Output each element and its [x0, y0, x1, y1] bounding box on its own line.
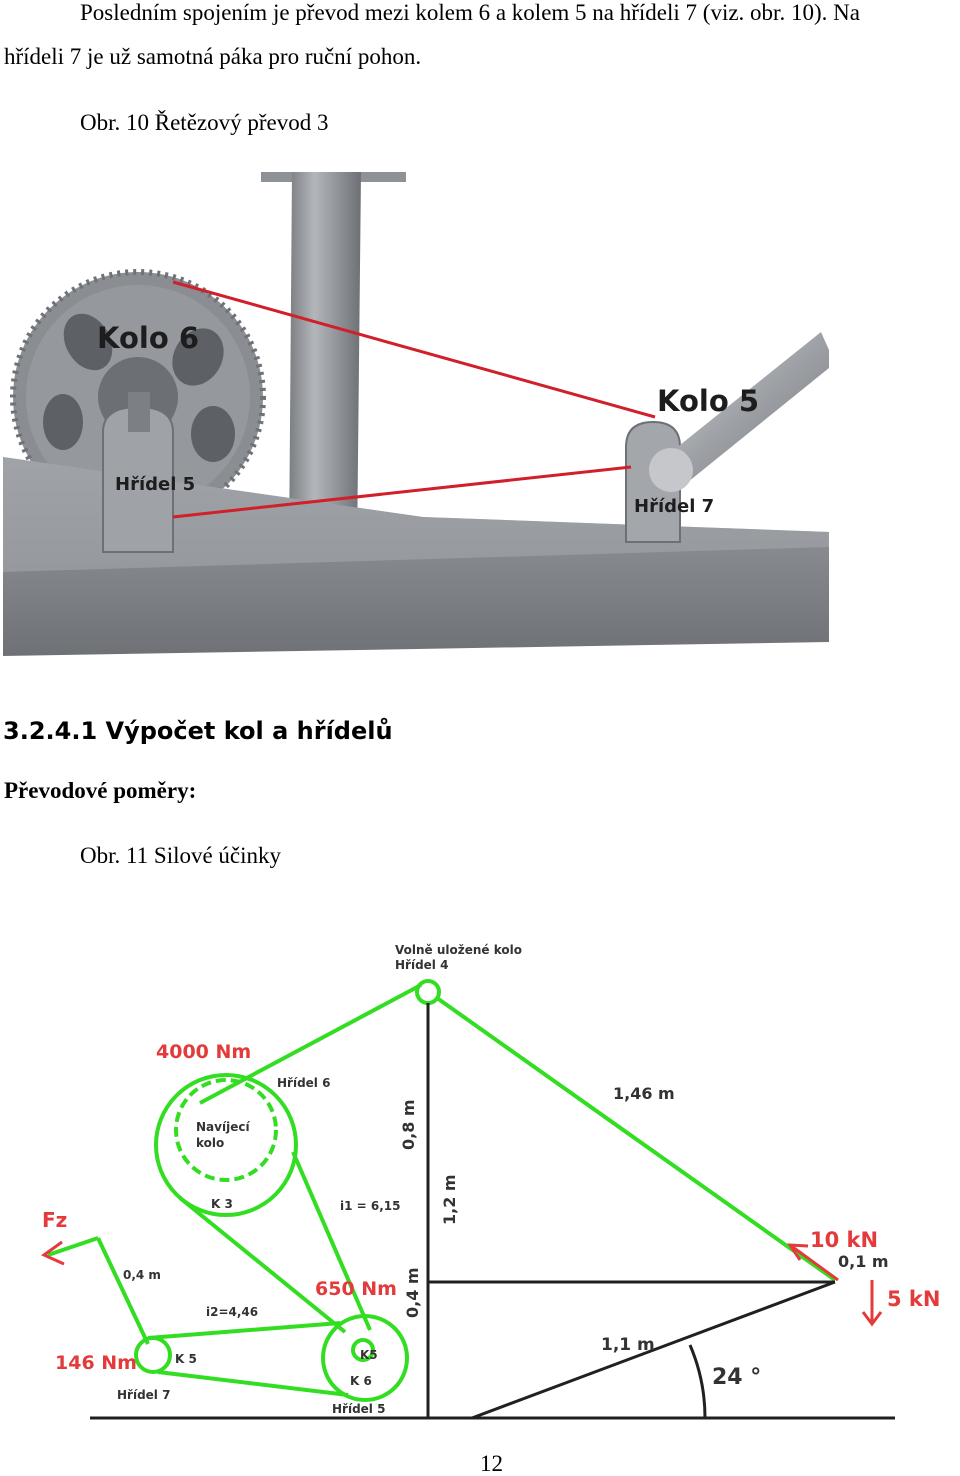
- figure-10-chain-drive-image: Kolo 6 Kolo 5 Hřídel 5 Hřídel 7: [3, 172, 829, 656]
- section-heading: 3.2.4.1 Výpočet kol a hřídelů: [3, 717, 393, 745]
- k6-label: K 6: [350, 1374, 372, 1388]
- figure-10-caption: Obr. 10 Řetězový převod 3: [80, 110, 329, 135]
- free-wheel-label: Volně uložené kolo: [395, 943, 522, 957]
- k3-label: K 3: [211, 1197, 233, 1211]
- length-04-vertical-label: 0,4 m: [403, 1267, 422, 1318]
- i1-ratio-label: i1 = 6,15: [340, 1199, 400, 1213]
- force-10kn-label: 10 kN: [810, 1228, 878, 1252]
- kolo-5-label: Kolo 5: [657, 384, 759, 418]
- torque-4000-label: 4000 Nm: [156, 1041, 251, 1063]
- navijeci-kolo-label-line1: Navíjecí: [196, 1120, 250, 1134]
- hridel-7-label: Hřídel 7: [634, 496, 714, 517]
- sprocket-kolo-6: [10, 269, 266, 525]
- torque-650-label: 650 Nm: [315, 1278, 397, 1300]
- angle-24-label: 24 °: [712, 1365, 761, 1390]
- vertical-post: [289, 172, 361, 552]
- hridel-5-diagram-label: Hřídel 5: [332, 1402, 385, 1416]
- intro-line-2: hřídeli 7 je už samotná páka pro ruční p…: [4, 44, 422, 69]
- length-12-label: 1,2 m: [440, 1174, 459, 1225]
- length-01-label: 0,1 m: [838, 1252, 889, 1271]
- torque-146-label: 146 Nm: [55, 1352, 137, 1374]
- fz-label: Fz: [42, 1208, 67, 1232]
- figure-11-caption: Obr. 11 Silové účinky: [80, 843, 282, 868]
- subheading-gear-ratios: Převodové poměry:: [4, 778, 197, 803]
- k5-left-label: K 5: [175, 1352, 197, 1366]
- intro-line-1: Posledním spojením je převod mezi kolem …: [80, 0, 860, 25]
- length-11-label: 1,1 m: [601, 1335, 655, 1355]
- navijeci-kolo-label-line2: kolo: [196, 1136, 224, 1150]
- hand-lever: [665, 332, 829, 482]
- kolo-6-label: Kolo 6: [97, 321, 199, 355]
- figure-11-force-diagram: Volně uložené kolo Hřídel 4 4000 Nm Hříd…: [41, 943, 940, 1420]
- length-08-label: 0,8 m: [399, 1099, 418, 1150]
- length-04-left-label: 0,4 m: [123, 1268, 161, 1282]
- length-146-label: 1,46 m: [613, 1084, 675, 1103]
- k5-right-label: K5: [360, 1348, 378, 1362]
- page-number: 12: [480, 1451, 503, 1476]
- i2-ratio-label: i2=4,46: [206, 1305, 258, 1319]
- hridel-7-diagram-label: Hřídel 7: [117, 1388, 170, 1402]
- hridel-5-label: Hřídel 5: [115, 474, 195, 495]
- hridel-6-label: Hřídel 6: [277, 1076, 330, 1090]
- hridel-4-label: Hřídel 4: [395, 958, 448, 972]
- force-5kn-label: 5 kN: [887, 1287, 940, 1311]
